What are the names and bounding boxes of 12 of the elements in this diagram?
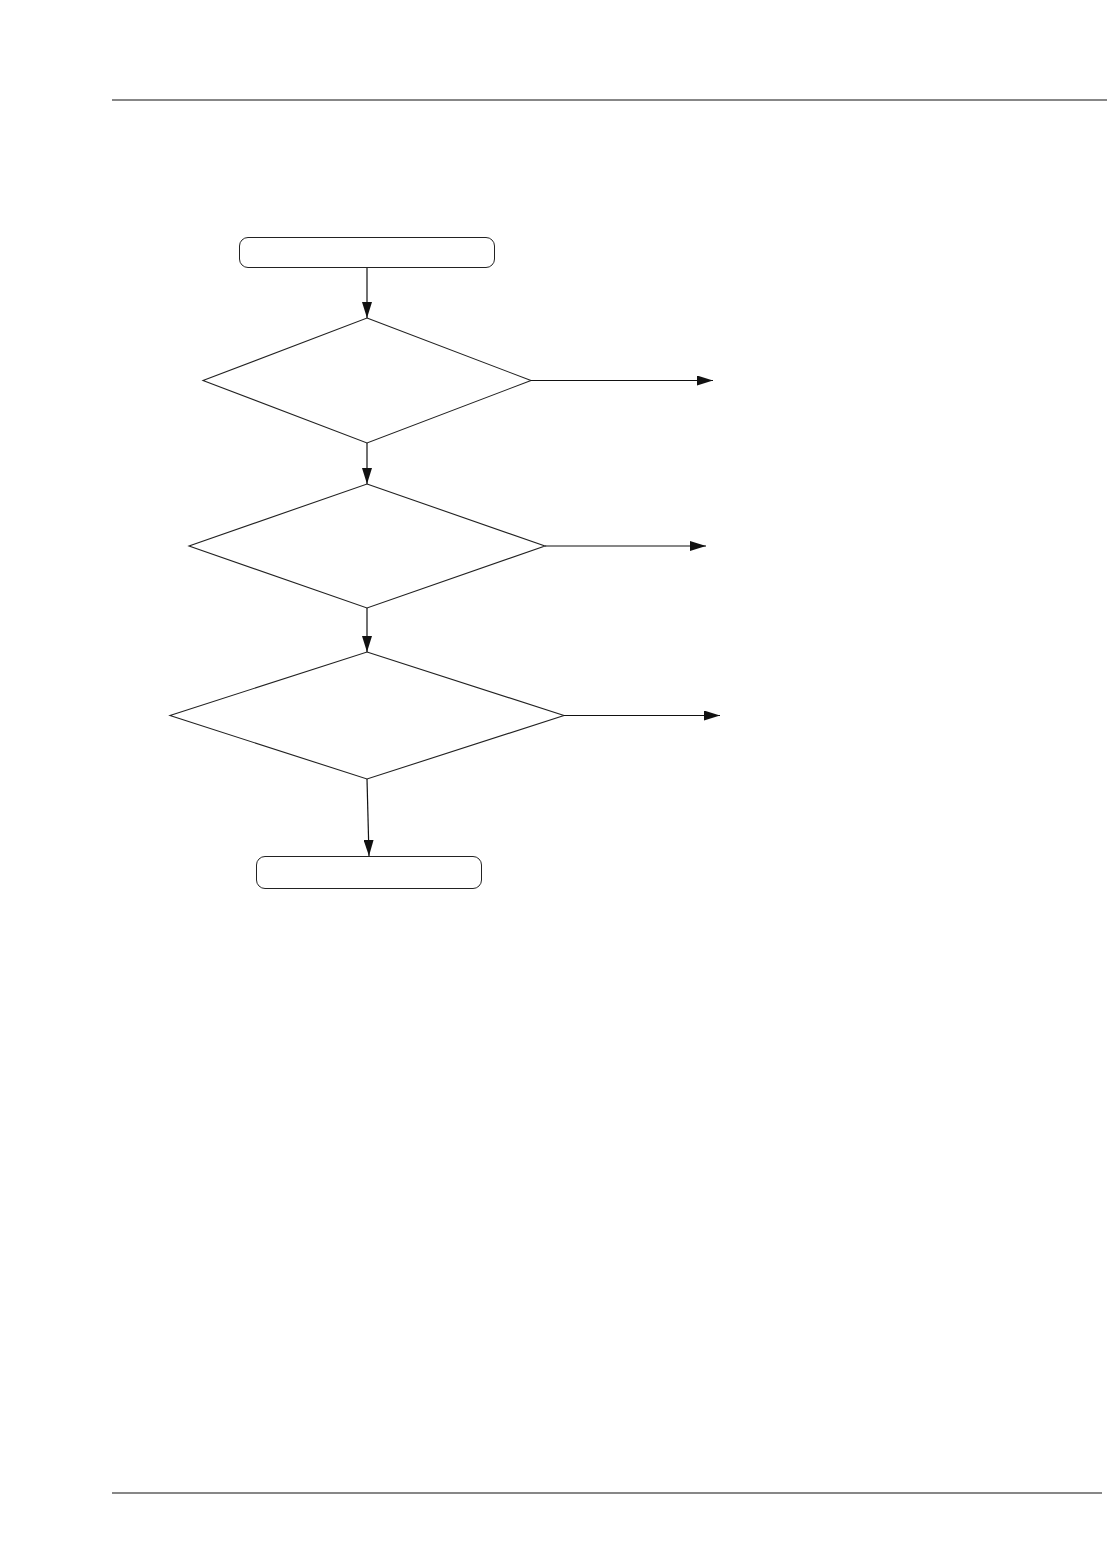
arrow (530, 375, 714, 386)
arrow (362, 442, 372, 485)
arrow (563, 710, 721, 721)
decision-diamond (170, 652, 564, 779)
arrow (362, 607, 372, 653)
terminal-box (256, 856, 482, 889)
arrow (362, 267, 372, 319)
terminal-box (239, 237, 495, 268)
arrow (544, 541, 707, 551)
arrow (363, 778, 374, 857)
decision-diamond (203, 318, 531, 443)
decision-diamond (189, 484, 545, 608)
